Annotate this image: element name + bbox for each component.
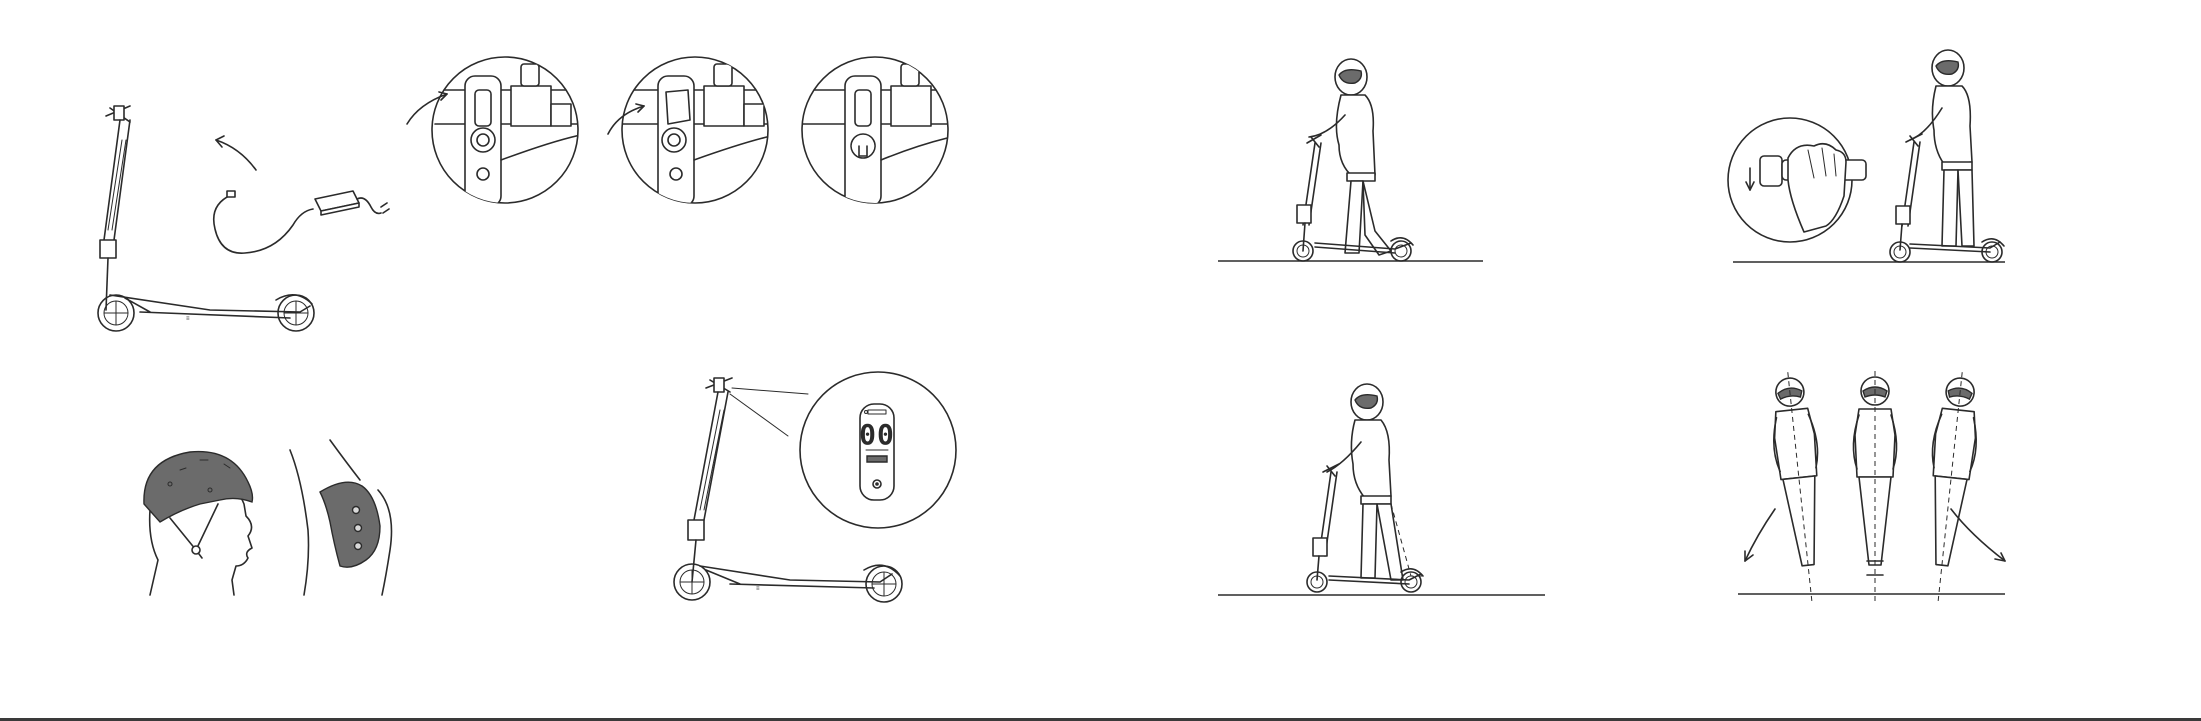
dashboard-illustration: ≡ 00 (660, 370, 960, 605)
rider-front-icon (1917, 370, 1984, 603)
push-off-illustration (1215, 380, 1545, 600)
charge-port-detail-1 (405, 50, 580, 210)
curved-arrow-left-icon (1745, 509, 1775, 561)
arrow-icon (608, 104, 644, 134)
thumb-throttle-zoom-icon (1728, 118, 1866, 242)
lean-to-turn-illustration (1735, 365, 2015, 605)
dashboard-zoom-icon: 00 (800, 372, 956, 528)
knee-pad-illustration (290, 440, 400, 595)
speed-readout: 00 (859, 418, 895, 451)
svg-text:≡: ≡ (186, 316, 190, 322)
throttle-illustration (1730, 50, 2010, 270)
rider-icon (1309, 59, 1391, 255)
mount-scooter-illustration (1215, 55, 1485, 270)
folding-arrow-icon (216, 136, 256, 170)
svg-text:≡: ≡ (756, 586, 760, 592)
arrow-icon (407, 92, 447, 124)
charge-port-detail-2 (600, 50, 770, 210)
rider-icon (1327, 384, 1425, 580)
helmet-illustration (140, 440, 270, 595)
rider-front-icon (1853, 371, 1896, 601)
rider-front-icon (1766, 370, 1833, 603)
charge-port-detail-3 (795, 50, 955, 210)
charger-icon (205, 185, 405, 265)
